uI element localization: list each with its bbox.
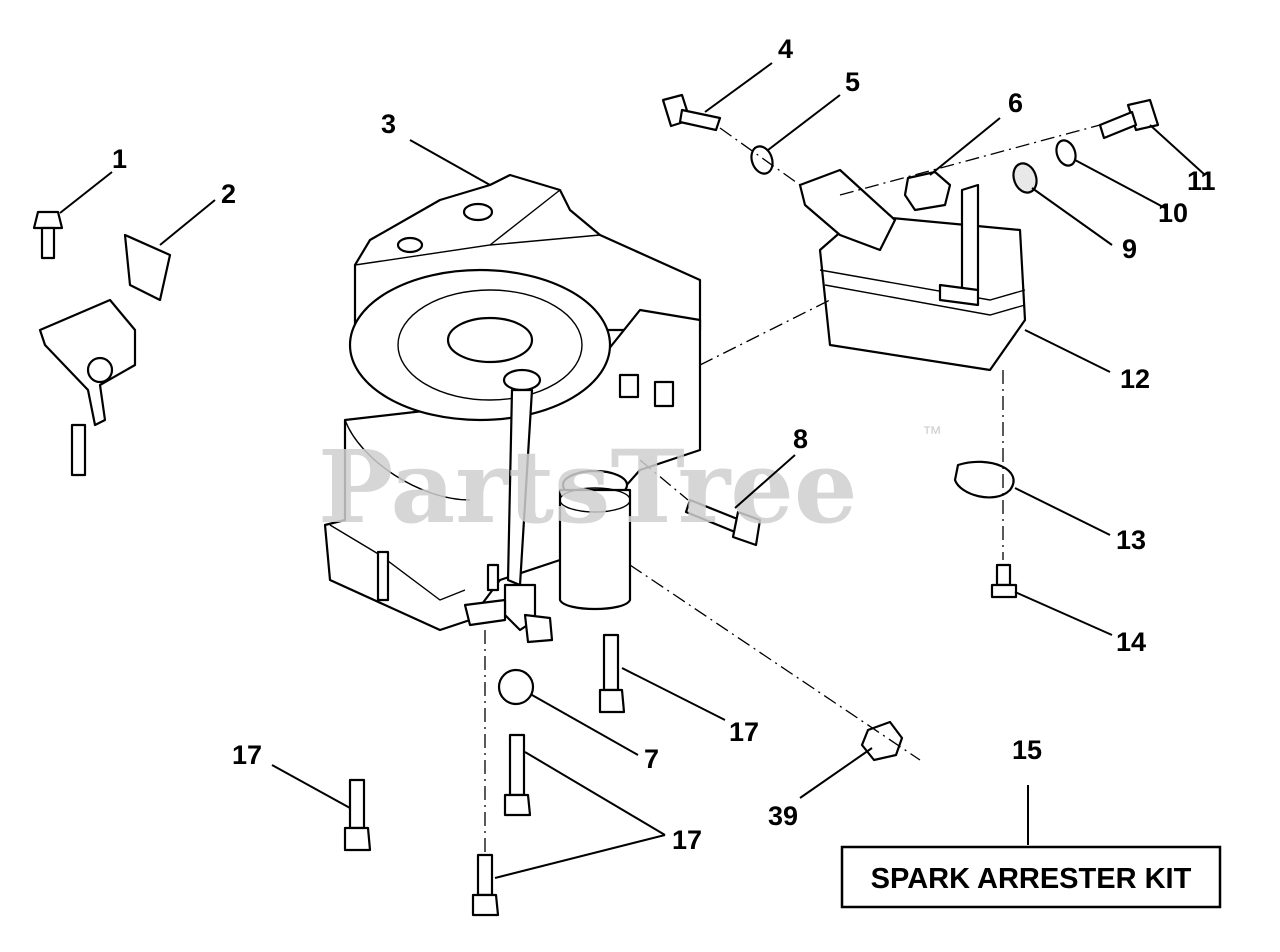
callout-12: 12 <box>1120 364 1150 394</box>
callout-2: 2 <box>221 179 236 209</box>
callout-4: 4 <box>778 34 793 64</box>
bolt-1 <box>32 210 64 260</box>
screw-14 <box>990 563 1018 599</box>
callout-5: 5 <box>845 67 860 97</box>
bolt-11 <box>1098 98 1160 140</box>
callout-9: 9 <box>1122 234 1137 264</box>
callout-17-right: 17 <box>729 717 759 747</box>
bolt-17-c <box>343 778 372 852</box>
callout-17-left: 17 <box>232 740 262 770</box>
clamp-13 <box>953 460 1015 499</box>
callout-39: 39 <box>768 801 798 831</box>
nut-39 <box>860 720 904 762</box>
bolt-8 <box>684 498 762 547</box>
callout-1: 1 <box>112 144 127 174</box>
watermark-tm: ™ <box>922 423 942 445</box>
assembly-lines <box>484 124 1101 855</box>
bolt-17-a <box>598 633 626 714</box>
bolt-4 <box>661 93 722 132</box>
callout-10: 10 <box>1158 198 1188 228</box>
kit-label: SPARK ARRESTER KIT <box>871 863 1192 895</box>
watermark: PartsTree ™ <box>318 423 942 546</box>
callout-13: 13 <box>1116 525 1146 555</box>
callout-7: 7 <box>644 744 659 774</box>
callout-8: 8 <box>793 424 808 454</box>
lock-washer-7 <box>497 668 535 706</box>
bolt-17-d <box>471 853 500 917</box>
gasket-6 <box>903 170 952 212</box>
oil-filter <box>558 469 632 611</box>
bolt-17-b <box>503 733 532 817</box>
callout-6: 6 <box>1008 88 1023 118</box>
dipstick <box>463 368 554 644</box>
callout-11: 11 <box>1187 166 1216 196</box>
muffler <box>798 168 1027 372</box>
leader-lines <box>59 62 1206 879</box>
callouts: 1 2 3 4 5 6 11 10 9 12 8 13 14 17 7 17 1… <box>112 34 1216 855</box>
kit-box <box>840 845 1222 909</box>
callout-15: 15 <box>1012 735 1042 765</box>
washers <box>750 139 1077 194</box>
callout-17-bottom: 17 <box>672 825 702 855</box>
callout-14: 14 <box>1116 627 1146 657</box>
watermark-text: PartsTree <box>318 428 858 546</box>
engine <box>323 173 702 632</box>
throttle-control <box>38 233 172 477</box>
spark-arrester-kit: SPARK ARRESTER KIT <box>840 845 1222 909</box>
callout-3: 3 <box>381 109 396 139</box>
